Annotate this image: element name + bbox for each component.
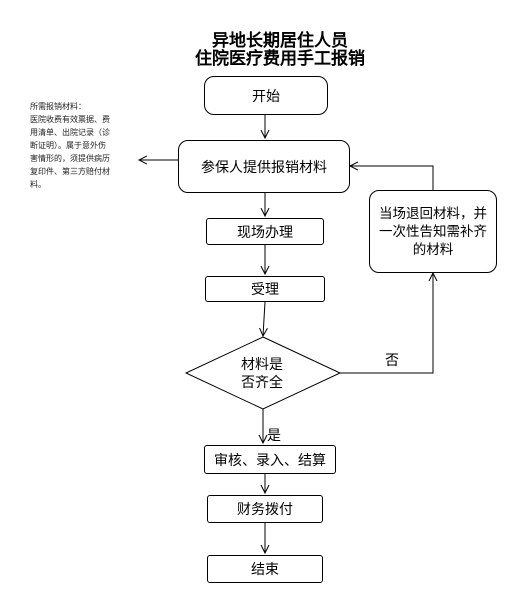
decision-label-line1: 材料是 bbox=[241, 357, 283, 373]
node-submit-materials: 参保人提供报销材料 bbox=[178, 140, 350, 193]
note-line: 医院收费有效票据、费 bbox=[30, 115, 110, 124]
diagram-title-line2: 住院医疗费用手工报销 bbox=[195, 49, 365, 69]
note-line: 料。 bbox=[30, 180, 46, 189]
edge-label-no: 否 bbox=[385, 353, 399, 369]
decision-label: 材料是 否齐全 bbox=[222, 356, 302, 392]
note-line: 断证明）。属于意外伤 bbox=[30, 141, 106, 150]
node-onsite-handling: 现场办理 bbox=[206, 218, 324, 245]
return-line2: 一次性告知需补齐 bbox=[379, 223, 487, 240]
diagram-title-line1: 异地长期居住人员 bbox=[212, 31, 348, 51]
return-line3: 的材料 bbox=[412, 241, 454, 258]
node-end: 结束 bbox=[207, 555, 323, 583]
decision-label-line2: 否齐全 bbox=[241, 375, 283, 391]
edge-accept-decision bbox=[263, 301, 265, 336]
node-accept: 受理 bbox=[205, 276, 325, 302]
note-line: 用清单、出院记录（诊 bbox=[30, 128, 110, 137]
node-review-settle: 审核、录入、结算 bbox=[204, 445, 336, 474]
edge-return-submit bbox=[350, 166, 434, 190]
materials-note: 所需报销材料： 医院收费有效票据、费 用清单、出院记录（诊 断证明）。属于意外伤… bbox=[30, 100, 134, 191]
node-return-materials: 当场退回材料，并 一次性告知需补齐 的材料 bbox=[369, 190, 497, 273]
note-line: 害情形的，须提供病历 bbox=[30, 154, 110, 163]
note-line: 复印件、第三方赔付材 bbox=[30, 167, 110, 176]
note-line: 所需报销材料： bbox=[30, 102, 86, 111]
edge-decision-return bbox=[340, 273, 433, 374]
node-finance-pay: 财务拨付 bbox=[207, 495, 323, 523]
edge-label-yes: 是 bbox=[267, 428, 281, 444]
node-start: 开始 bbox=[204, 76, 328, 115]
return-line1: 当场退回材料，并 bbox=[379, 205, 487, 222]
